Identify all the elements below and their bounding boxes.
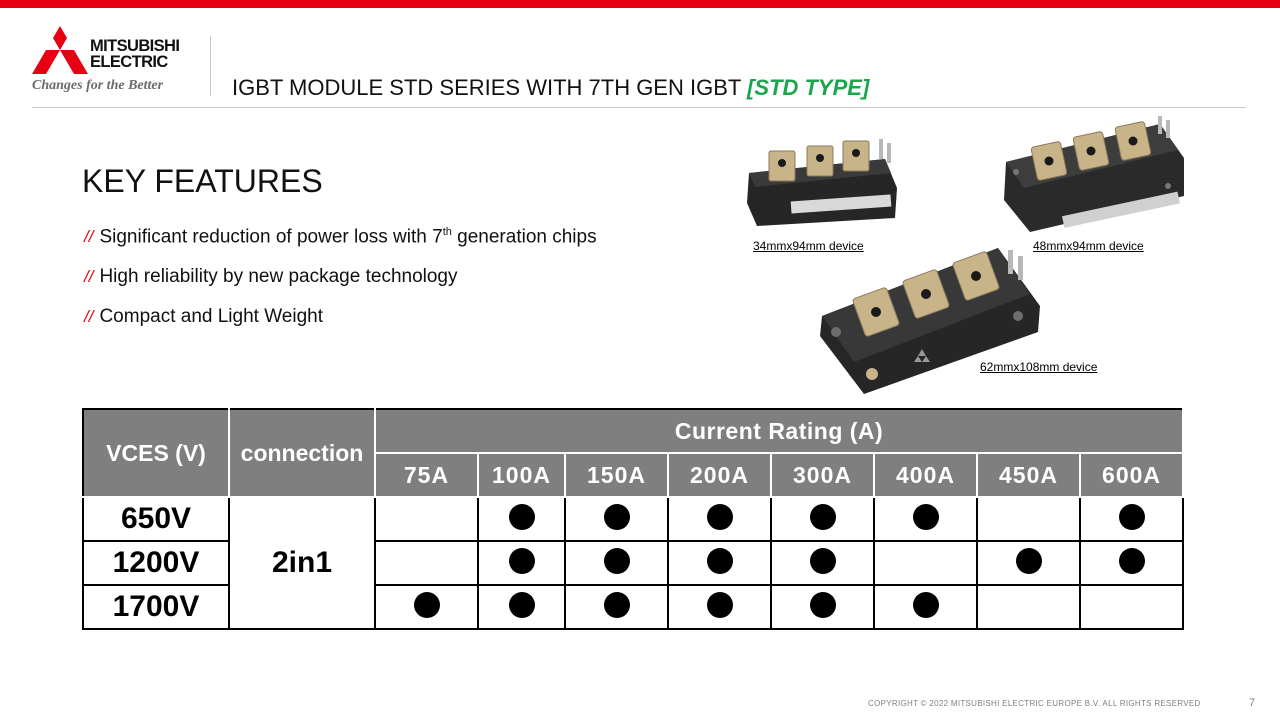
three-diamonds-icon — [32, 26, 88, 74]
availability-cell — [564, 584, 669, 630]
availability-cell — [770, 540, 875, 586]
voltage-cell: 1700V — [82, 584, 230, 630]
availability-cell — [1078, 540, 1185, 586]
current-rating-header: Current Rating (A) — [373, 408, 1185, 454]
current-header-cell: 300A — [770, 452, 875, 498]
current-header-cell: 400A — [873, 452, 978, 498]
brand-name-line2: ELECTRIC — [90, 53, 168, 71]
current-header-cell: 450A — [976, 452, 1081, 498]
available-dot-icon — [706, 503, 733, 530]
voltage-cell: 650V — [82, 496, 230, 542]
table-row: 1700V — [82, 584, 1185, 630]
availability-cell — [873, 496, 978, 542]
current-header-cell: 100A — [477, 452, 566, 498]
available-dot-icon — [809, 503, 836, 530]
availability-cell — [770, 584, 875, 630]
device-34x94-image — [747, 139, 897, 226]
feature-item: //Significant reduction of power loss wi… — [84, 226, 597, 248]
feature-item: //High reliability by new package techno… — [84, 266, 458, 287]
voltage-cell: 1200V — [82, 540, 230, 586]
available-dot-icon — [1015, 547, 1042, 574]
current-header-cell: 75A — [374, 452, 479, 498]
header-rule — [32, 107, 1246, 108]
device-62x108-image — [820, 248, 1040, 394]
availability-cell — [667, 584, 772, 630]
availability-cell — [976, 540, 1081, 586]
available-dot-icon — [809, 591, 836, 618]
current-rating-table: VCES (V) connection Current Rating (A) 7… — [82, 408, 1185, 630]
feature-marker: // — [84, 267, 94, 286]
available-dot-icon — [706, 591, 733, 618]
available-dot-icon — [912, 591, 939, 618]
brand-name-line1: MITSUBISHI — [90, 37, 180, 55]
availability-cell — [1078, 496, 1185, 542]
page-title-text: IGBT MODULE STD SERIES WITH 7TH GEN IGBT — [232, 75, 748, 100]
availability-cell — [976, 584, 1081, 630]
current-header-cell: 600A — [1078, 452, 1185, 498]
availability-cell — [477, 540, 566, 586]
available-dot-icon — [508, 503, 535, 530]
availability-cell — [564, 496, 669, 542]
availability-cell — [477, 496, 566, 542]
availability-cell — [770, 496, 875, 542]
availability-cell — [374, 496, 479, 542]
header-divider — [210, 36, 211, 96]
feature-item: //Compact and Light Weight — [84, 306, 324, 327]
available-dot-icon — [809, 547, 836, 574]
feature-marker: // — [84, 307, 94, 326]
feature-marker: // — [84, 227, 94, 247]
device-62x108-caption: 62mmx108mm device — [980, 360, 1098, 374]
availability-cell — [873, 584, 978, 630]
availability-cell — [667, 496, 772, 542]
mitsubishi-logo: MITSUBISHI ELECTRIC Changes for the Bett… — [30, 24, 210, 96]
key-features-title: KEY FEATURES — [82, 163, 323, 199]
table-row: 1200V — [82, 540, 1185, 586]
available-dot-icon — [706, 547, 733, 574]
device-48x94-caption: 48mmx94mm device — [1033, 239, 1144, 253]
connection-header: connection — [228, 408, 376, 498]
device-48x94-image — [1004, 116, 1184, 232]
page-title-accent: [STD TYPE] — [747, 75, 870, 100]
page-title: IGBT MODULE STD SERIES WITH 7TH GEN IGBT… — [232, 75, 869, 101]
available-dot-icon — [1118, 503, 1145, 530]
availability-cell — [667, 540, 772, 586]
current-header-cell: 200A — [667, 452, 772, 498]
available-dot-icon — [912, 503, 939, 530]
availability-cell — [1078, 584, 1185, 630]
available-dot-icon — [603, 591, 630, 618]
available-dot-icon — [508, 547, 535, 574]
connection-cell: 2in1 — [228, 496, 376, 630]
copyright-notice: COPYRIGHT © 2022 MITSUBISHI ELECTRIC EUR… — [868, 699, 1201, 708]
available-dot-icon — [413, 591, 440, 618]
brand-tagline: Changes for the Better — [32, 78, 164, 93]
current-header-cell: 150A — [564, 452, 669, 498]
page-number: 7 — [1249, 697, 1256, 709]
availability-cell — [477, 584, 566, 630]
available-dot-icon — [1118, 547, 1145, 574]
device-34x94-caption: 34mmx94mm device — [753, 239, 864, 253]
top-accent-bar — [0, 0, 1280, 8]
available-dot-icon — [603, 547, 630, 574]
availability-cell — [374, 540, 479, 586]
available-dot-icon — [508, 591, 535, 618]
available-dot-icon — [603, 503, 630, 530]
vces-header: VCES (V) — [82, 408, 230, 498]
availability-cell — [564, 540, 669, 586]
availability-cell — [873, 540, 978, 586]
availability-cell — [374, 584, 479, 630]
availability-cell — [976, 496, 1081, 542]
